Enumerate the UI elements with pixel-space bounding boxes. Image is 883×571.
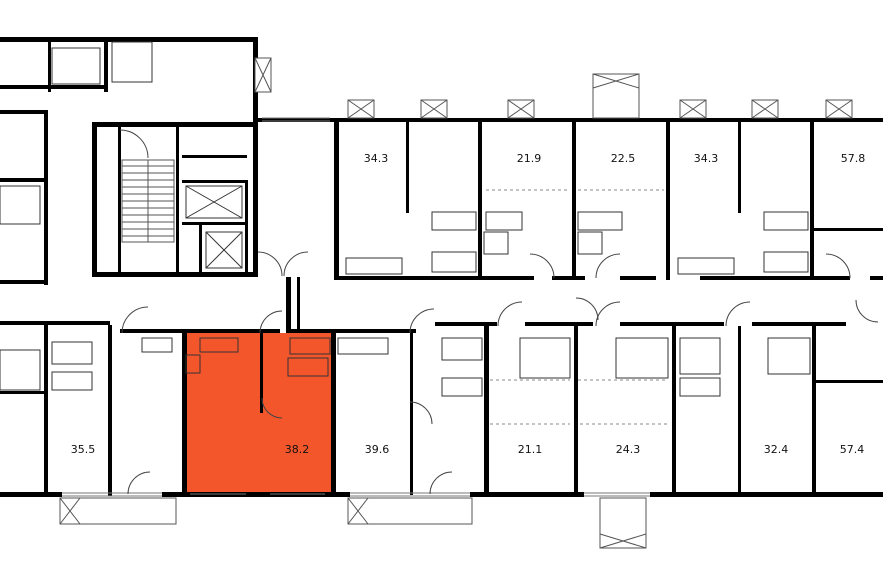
apartment-area-label: 57.8: [841, 152, 866, 165]
dashed-lines: [486, 189, 668, 425]
selected-apartment-area-label: 38.2: [285, 443, 310, 456]
apartment-area-label: 21.9: [517, 152, 542, 165]
apartment-area-label: 32.4: [764, 443, 789, 456]
apartment-area-label: 24.3: [616, 443, 641, 456]
walls: [0, 37, 883, 497]
door-swings: [119, 129, 879, 495]
apartment-area-label: 22.5: [611, 152, 636, 165]
windows: [62, 117, 650, 497]
selected-apartment-fill[interactable]: [186, 333, 332, 494]
apartment-area-label: 57.4: [840, 443, 865, 456]
balconies: [59, 57, 853, 549]
stairs: [121, 159, 175, 243]
apartment-area-label: 21.1: [518, 443, 543, 456]
fixtures: [0, 41, 811, 397]
apartment-area-label: 35.5: [71, 443, 96, 456]
apartment-area-label: 34.3: [694, 152, 719, 165]
apartment-area-label: 39.6: [365, 443, 390, 456]
apartment-area-label: 34.3: [364, 152, 389, 165]
